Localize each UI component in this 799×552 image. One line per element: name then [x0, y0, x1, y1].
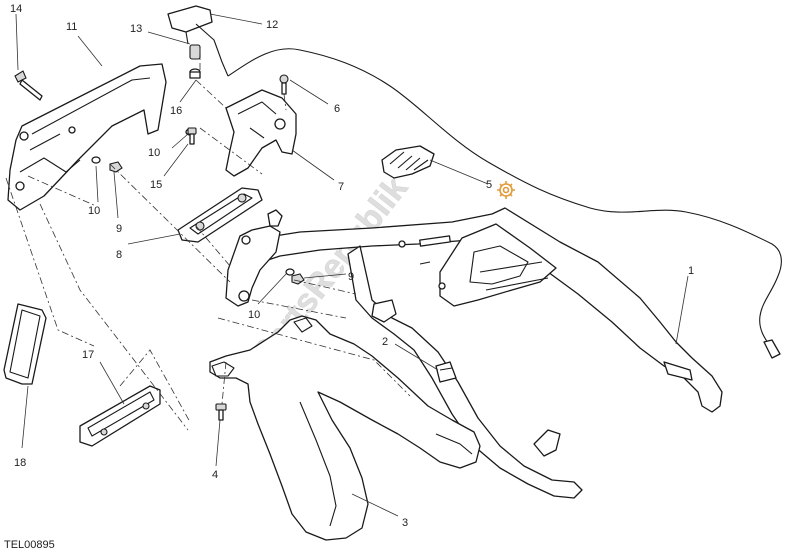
assembly-lines: [5, 46, 411, 431]
callout-6[interactable]: 6: [334, 103, 340, 115]
reference-code: TEL00895: [4, 539, 55, 551]
part-10-washer-lower[interactable]: [285, 268, 295, 276]
leader-lines: [15, 13, 689, 517]
callout-11[interactable]: 11: [66, 21, 77, 33]
callout-16[interactable]: 16: [170, 105, 182, 117]
cable-plug[interactable]: [763, 339, 781, 359]
callout-5[interactable]: 5: [486, 179, 492, 191]
part-7-bracket[interactable]: [225, 89, 297, 177]
callout-3[interactable]: 3: [402, 517, 408, 529]
part-8-plate-light[interactable]: [177, 187, 263, 243]
part-13-grommet[interactable]: [189, 44, 201, 60]
callout-10-middle[interactable]: 10: [148, 147, 160, 159]
callout-numbers: 1 2 3 4 5 6 7 8 9 9 10 10 10 11 12 13 14…: [10, 3, 694, 529]
part-10-washer-upper[interactable]: [91, 156, 101, 164]
part-16-bush[interactable]: [189, 68, 201, 79]
part-9-nut-upper[interactable]: [109, 161, 123, 173]
callout-9-upper[interactable]: 9: [116, 223, 122, 235]
callout-14[interactable]: 14: [10, 3, 22, 15]
callout-7[interactable]: 7: [338, 181, 344, 193]
callout-8[interactable]: 8: [116, 249, 122, 261]
part-14-screw[interactable]: [14, 70, 43, 101]
part-6-screw[interactable]: [279, 74, 289, 95]
callout-10-lower[interactable]: 10: [248, 309, 260, 321]
callout-10-upper[interactable]: 10: [88, 205, 100, 217]
callout-12[interactable]: 12: [266, 19, 278, 31]
part-12-connector[interactable]: [167, 5, 229, 77]
part-2-clip-nut[interactable]: [435, 361, 457, 383]
part-9-nut-lower[interactable]: [291, 273, 305, 285]
callout-1[interactable]: 1: [688, 265, 694, 277]
part-17-reflector[interactable]: [79, 385, 161, 447]
callout-15[interactable]: 15: [150, 179, 162, 191]
callout-17[interactable]: 17: [82, 349, 94, 361]
cable: [227, 48, 782, 347]
part-1-rear-frame[interactable]: [225, 207, 723, 499]
callout-18[interactable]: 18: [14, 457, 26, 469]
callout-9-lower[interactable]: 9: [348, 271, 354, 283]
part-11-bracket[interactable]: [7, 63, 167, 211]
gear-icon: [497, 181, 515, 199]
callout-13[interactable]: 13: [130, 23, 142, 35]
part-18-rear-reflector[interactable]: [3, 303, 47, 385]
part-5-rubber-pad[interactable]: [381, 145, 435, 179]
part-3-plate-support[interactable]: [209, 315, 481, 541]
part-15-screw[interactable]: [187, 127, 197, 145]
callout-4[interactable]: 4: [212, 469, 218, 481]
callout-2[interactable]: 2: [382, 336, 388, 348]
part-4-screw[interactable]: [215, 403, 227, 421]
